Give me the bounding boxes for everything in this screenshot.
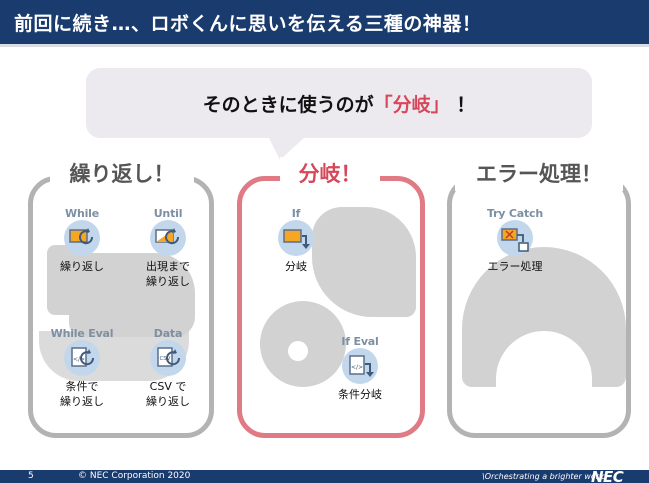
if-label: 分岐 (285, 260, 307, 273)
while-label: 繰り返し (60, 260, 104, 273)
branch-panel (237, 176, 425, 438)
speech-bubble: そのときに使うのが「分岐」 ！ (86, 68, 592, 138)
copyright: © NEC Corporation 2020 (78, 471, 191, 481)
try-catch-caption: Try Catch (486, 207, 544, 220)
data-label: CSV で繰り返し (146, 380, 190, 408)
while-eval-icon: </> (64, 340, 100, 376)
branch-heading: 分岐！ (280, 157, 380, 191)
while-eval-caption: While Eval (50, 327, 114, 340)
until-label: 出現まで繰り返し (146, 260, 190, 288)
until-caption: Until (153, 207, 183, 220)
cow-nostril (288, 341, 308, 361)
robot-silhouette-body (69, 253, 195, 337)
try-catch-node[interactable]: Try Catch エラー処理 (470, 207, 560, 274)
page-number: 5 (28, 471, 34, 481)
svg-text:CSV: CSV (159, 356, 170, 362)
until-node[interactable]: Until 出現まで繰り返し (128, 207, 208, 289)
if-eval-node[interactable]: If Eval </> 条件分岐 (320, 335, 400, 402)
tagline: \Orchestrating a brighter world (482, 472, 607, 481)
speech-bubble-tail (268, 136, 306, 160)
while-eval-node[interactable]: While Eval </> 条件で繰り返し (42, 327, 122, 409)
while-eval-label: 条件で繰り返し (60, 380, 104, 408)
error-heading: エラー処理！ (455, 157, 623, 191)
if-icon (278, 220, 314, 256)
slide-title: 前回に続き…、ロボくんに思いを伝える三種の神器！ (14, 13, 482, 35)
data-caption: Data (153, 327, 183, 340)
svg-text:</>: </> (73, 356, 85, 363)
header-rule (0, 44, 649, 47)
slide-header: 前回に続き…、ロボくんに思いを伝える三種の神器！ (0, 0, 649, 44)
loop-heading: 繰り返し！ (50, 157, 194, 191)
bubble-text-after: ！ (456, 94, 476, 116)
if-caption: If (291, 207, 301, 220)
bubble-text-before: そのときに使うのが (202, 94, 374, 116)
try-catch-label: エラー処理 (487, 260, 543, 273)
try-catch-icon (497, 220, 533, 256)
if-eval-label: 条件分岐 (338, 388, 382, 401)
until-icon (150, 220, 186, 256)
bubble-text: そのときに使うのが「分岐」 ！ (86, 90, 592, 117)
csv-icon: CSV (150, 340, 186, 376)
if-eval-icon: </> (342, 348, 378, 384)
data-node[interactable]: Data CSV CSV で繰り返し (128, 327, 208, 409)
bubble-highlight: 「分岐」 (373, 94, 450, 116)
while-node[interactable]: While 繰り返し (42, 207, 122, 274)
if-eval-caption: If Eval (341, 335, 379, 348)
svg-text:</>: </> (351, 364, 363, 371)
footer-bar: 5 © NEC Corporation 2020 \Orchestrating … (0, 468, 649, 483)
while-caption: While (65, 207, 99, 220)
nec-logo: NEC (591, 468, 624, 483)
while-icon (64, 220, 100, 256)
cow-silhouette (312, 207, 416, 317)
if-node[interactable]: If 分岐 (256, 207, 336, 274)
